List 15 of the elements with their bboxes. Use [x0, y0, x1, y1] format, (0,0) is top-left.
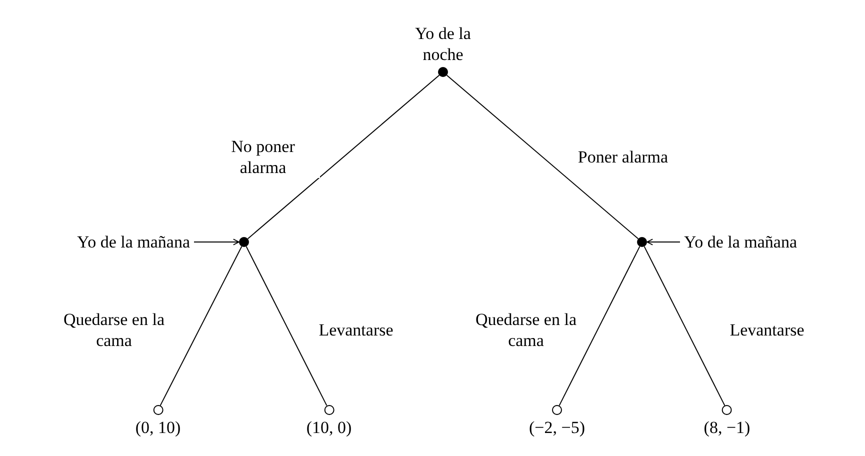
payoff-label: (−2, −5) — [529, 417, 585, 438]
player-label: Yo de la mañana — [684, 232, 797, 252]
player-label: Yo de la noche — [414, 23, 472, 65]
payoff-label: (0, 10) — [135, 417, 181, 438]
payoff-label: (8, −1) — [704, 417, 750, 438]
tree-branch — [246, 246, 328, 406]
tree-branch — [247, 74, 440, 240]
payoff-label: (10, 0) — [306, 417, 352, 438]
tree-branch — [644, 246, 726, 406]
arrow — [194, 238, 240, 246]
tree-branch — [160, 246, 242, 406]
arrow — [646, 238, 680, 246]
player-label: Yo de la mañana — [77, 232, 190, 252]
tree-branch — [558, 246, 640, 406]
tree-branch — [446, 74, 639, 240]
